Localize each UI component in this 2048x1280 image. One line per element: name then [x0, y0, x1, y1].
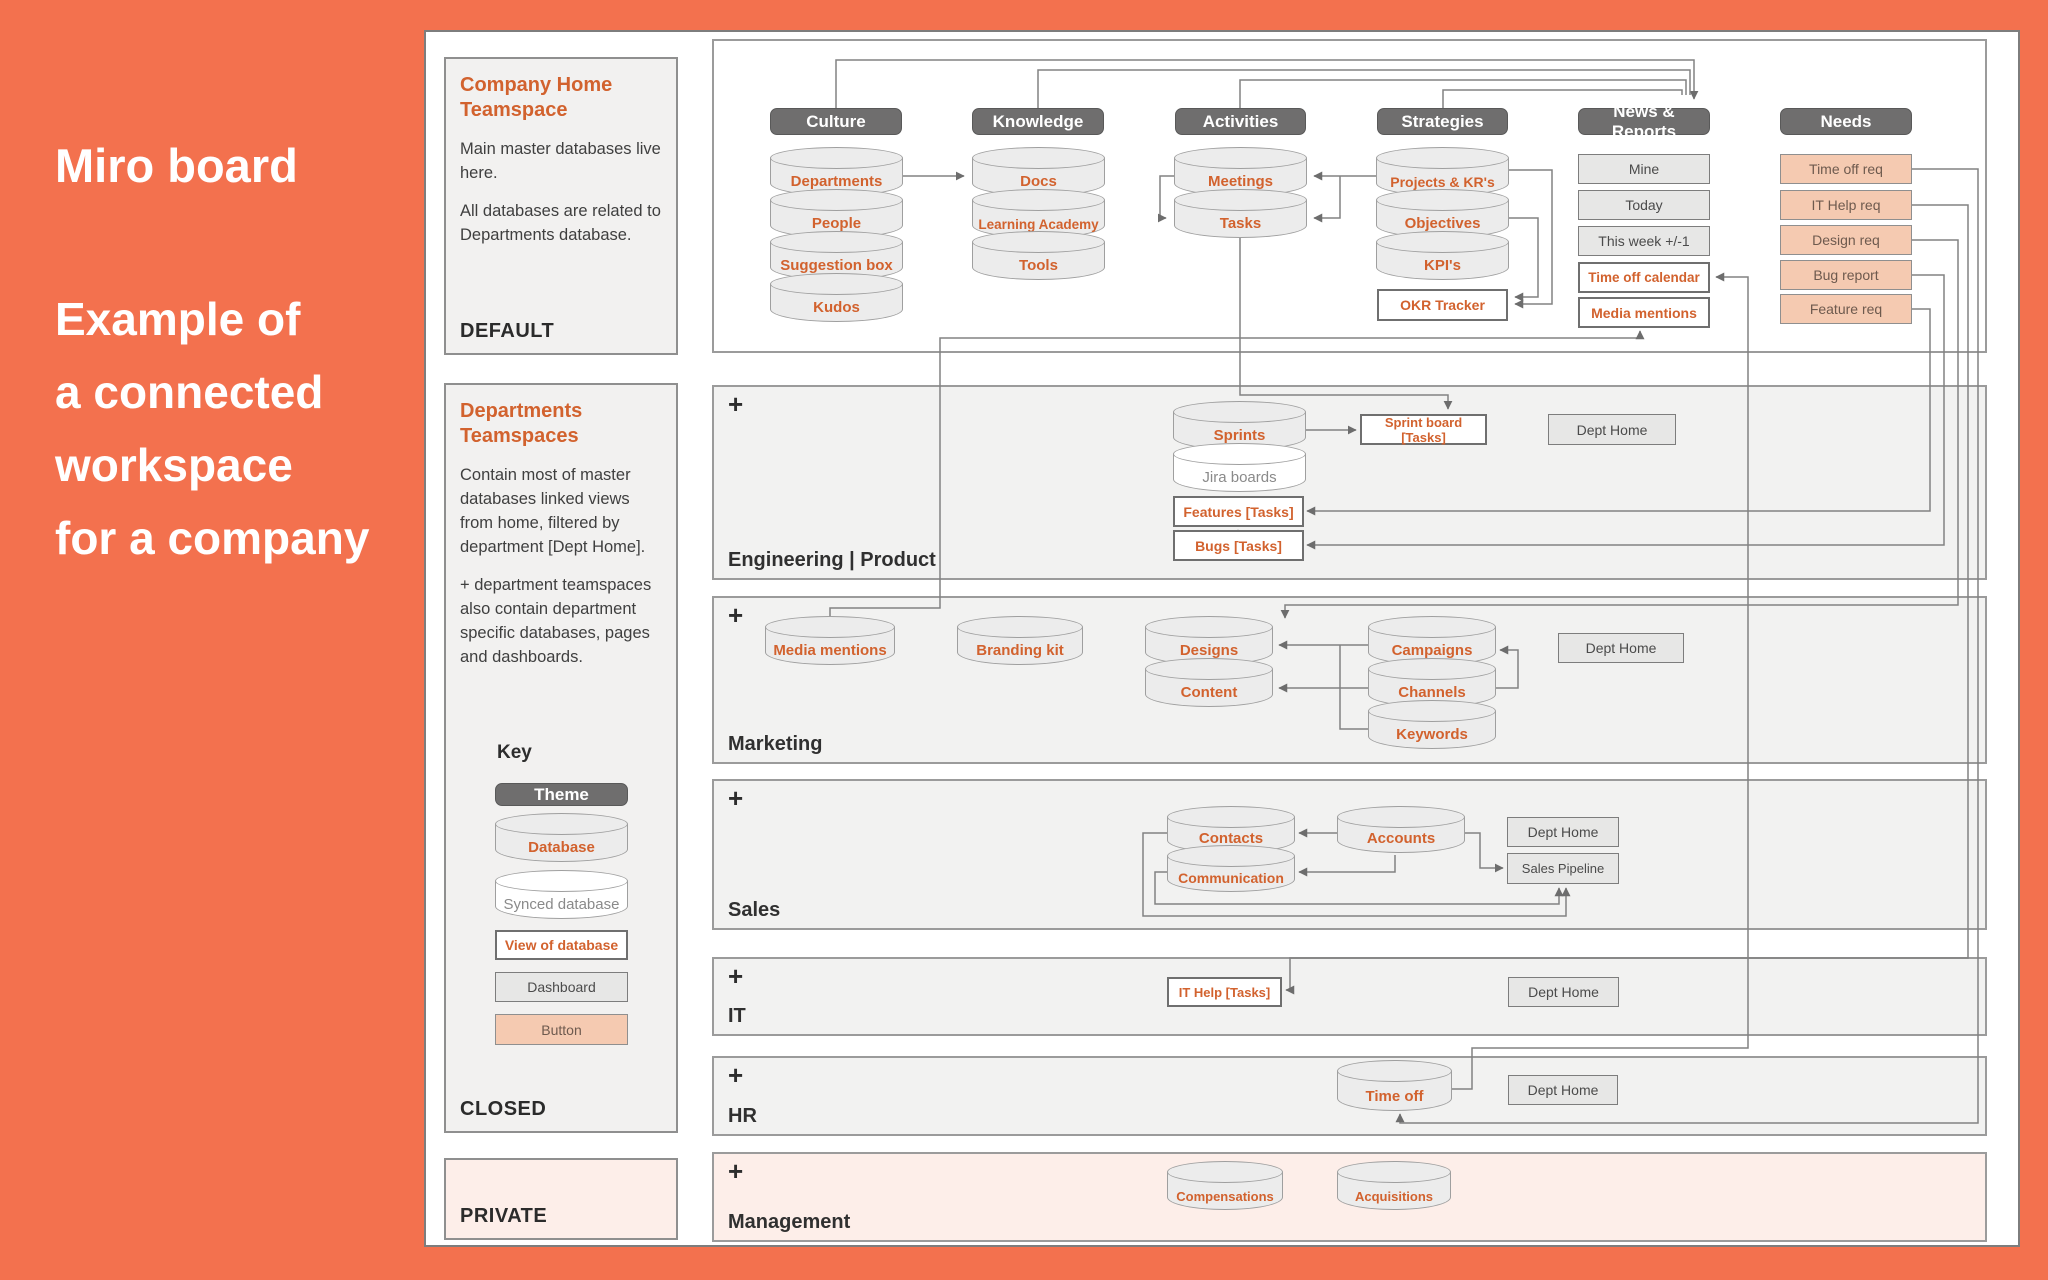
- db-time-off[interactable]: Time off: [1337, 1060, 1452, 1111]
- button-bug-report[interactable]: Bug report: [1780, 260, 1912, 290]
- row-label-sales: Sales: [728, 899, 781, 921]
- panel-company-home-title: Company Home Teamspace: [460, 74, 613, 121]
- row-label-management: Management: [728, 1211, 851, 1233]
- company-home-section: [712, 39, 1987, 353]
- panel-departments-text: + department teamspaces also contain dep…: [460, 576, 652, 666]
- db-branding-kit[interactable]: Branding kit: [957, 616, 1083, 665]
- plus-sign: +: [728, 389, 744, 419]
- key-title: Key: [497, 742, 532, 763]
- db-media-mentions-marketing[interactable]: Media mentions: [765, 616, 895, 665]
- dashboard-today[interactable]: Today: [1578, 190, 1710, 220]
- panel-departments-title: Departments Teamspaces: [460, 400, 583, 447]
- caption-subtitle-line: Example of: [55, 293, 301, 345]
- db-tasks[interactable]: Tasks: [1174, 189, 1307, 238]
- dashboard-dept-home-marketing[interactable]: Dept Home: [1558, 633, 1684, 663]
- caption: Miro board Example of a connected worksp…: [55, 138, 369, 575]
- db-content[interactable]: Content: [1145, 658, 1273, 707]
- dashboard-dept-home-engineering[interactable]: Dept Home: [1548, 414, 1676, 445]
- button-time-off-req[interactable]: Time off req: [1780, 154, 1912, 184]
- db-compensations[interactable]: Compensations: [1167, 1161, 1283, 1210]
- synced-db-jira-boards[interactable]: Jira boards: [1173, 443, 1306, 492]
- db-acquisitions[interactable]: Acquisitions: [1337, 1161, 1451, 1210]
- panel-company-home-footer: DEFAULT: [460, 320, 555, 342]
- row-sales: + Sales: [712, 779, 1987, 930]
- panel-company-home: Company Home Teamspace Main master datab…: [444, 57, 678, 355]
- db-kudos[interactable]: Kudos: [770, 273, 903, 322]
- caption-subtitle: Example of a connected workspace for a c…: [55, 283, 369, 575]
- panel-private: PRIVATE: [444, 1158, 678, 1240]
- db-accounts[interactable]: Accounts: [1337, 806, 1465, 853]
- view-features-tasks[interactable]: Features [Tasks]: [1173, 496, 1304, 527]
- view-okr-tracker[interactable]: OKR Tracker: [1377, 289, 1508, 321]
- button-it-help-req[interactable]: IT Help req: [1780, 190, 1912, 220]
- db-kpis[interactable]: KPI's: [1376, 231, 1509, 280]
- db-keywords[interactable]: Keywords: [1368, 700, 1496, 749]
- caption-subtitle-line: workspace: [55, 439, 293, 491]
- view-it-help-tasks[interactable]: IT Help [Tasks]: [1167, 977, 1282, 1007]
- caption-subtitle-line: a connected: [55, 366, 324, 418]
- panel-departments-text: Contain most of master databases linked …: [460, 466, 646, 556]
- caption-title: Miro board: [55, 139, 298, 192]
- view-media-mentions[interactable]: Media mentions: [1578, 297, 1710, 328]
- panel-private-footer: PRIVATE: [460, 1205, 548, 1227]
- row-engineering-product: + Engineering | Product: [712, 385, 1987, 580]
- theme-pill-activities[interactable]: Activities: [1175, 108, 1306, 135]
- key-database-swatch: Database: [495, 813, 628, 862]
- dashboard-this-week[interactable]: This week +/-1: [1578, 226, 1710, 256]
- view-sprint-board-tasks[interactable]: Sprint board [Tasks]: [1360, 414, 1487, 445]
- panel-company-home-text: All databases are related to Departments…: [460, 202, 661, 244]
- plus-sign: +: [728, 961, 744, 991]
- row-label-marketing: Marketing: [728, 733, 823, 755]
- db-campaigns[interactable]: Campaigns: [1368, 616, 1496, 665]
- view-time-off-calendar[interactable]: Time off calendar: [1578, 262, 1710, 293]
- button-feature-req[interactable]: Feature req: [1780, 294, 1912, 324]
- theme-pill-culture[interactable]: Culture: [770, 108, 902, 135]
- key-synced-database-swatch: Synced database: [495, 870, 628, 919]
- row-label-hr: HR: [728, 1105, 757, 1127]
- plus-sign: +: [728, 600, 744, 630]
- row-marketing: + Marketing: [712, 596, 1987, 764]
- plus-sign: +: [728, 1060, 744, 1090]
- dashboard-sales-pipeline[interactable]: Sales Pipeline: [1507, 853, 1619, 884]
- plus-sign: +: [728, 783, 744, 813]
- db-communication[interactable]: Communication: [1167, 845, 1295, 892]
- key-theme-swatch: Theme: [495, 783, 628, 806]
- key-button-swatch: Button: [495, 1014, 628, 1045]
- key-view-of-database-swatch: View of database: [495, 930, 628, 960]
- caption-subtitle-line: for a company: [55, 512, 370, 564]
- row-label-engineering: Engineering | Product: [728, 549, 936, 571]
- button-design-req[interactable]: Design req: [1780, 225, 1912, 255]
- dashboard-dept-home-hr[interactable]: Dept Home: [1508, 1075, 1618, 1105]
- panel-company-home-text: Main master databases live here.: [460, 140, 661, 182]
- dashboard-dept-home-it[interactable]: Dept Home: [1508, 977, 1619, 1007]
- panel-departments-teamspaces: Departments Teamspaces Contain most of m…: [444, 383, 678, 1133]
- row-label-it: IT: [728, 1005, 746, 1027]
- theme-pill-knowledge[interactable]: Knowledge: [972, 108, 1104, 135]
- theme-pill-needs[interactable]: Needs: [1780, 108, 1912, 135]
- theme-pill-news-reports[interactable]: News & Reports: [1578, 102, 1710, 141]
- db-suggestion-box[interactable]: Suggestion box: [770, 231, 903, 280]
- db-tools[interactable]: Tools: [972, 231, 1105, 280]
- db-contacts[interactable]: Contacts: [1167, 806, 1295, 853]
- dashboard-mine[interactable]: Mine: [1578, 154, 1710, 184]
- key-dashboard-swatch: Dashboard: [495, 972, 628, 1002]
- dashboard-dept-home-sales[interactable]: Dept Home: [1507, 817, 1619, 847]
- db-docs[interactable]: Docs: [972, 147, 1105, 196]
- theme-pill-strategies[interactable]: Strategies: [1377, 108, 1508, 135]
- panel-departments-footer: CLOSED: [460, 1098, 547, 1120]
- plus-sign: +: [728, 1156, 744, 1186]
- view-bugs-tasks[interactable]: Bugs [Tasks]: [1173, 530, 1304, 561]
